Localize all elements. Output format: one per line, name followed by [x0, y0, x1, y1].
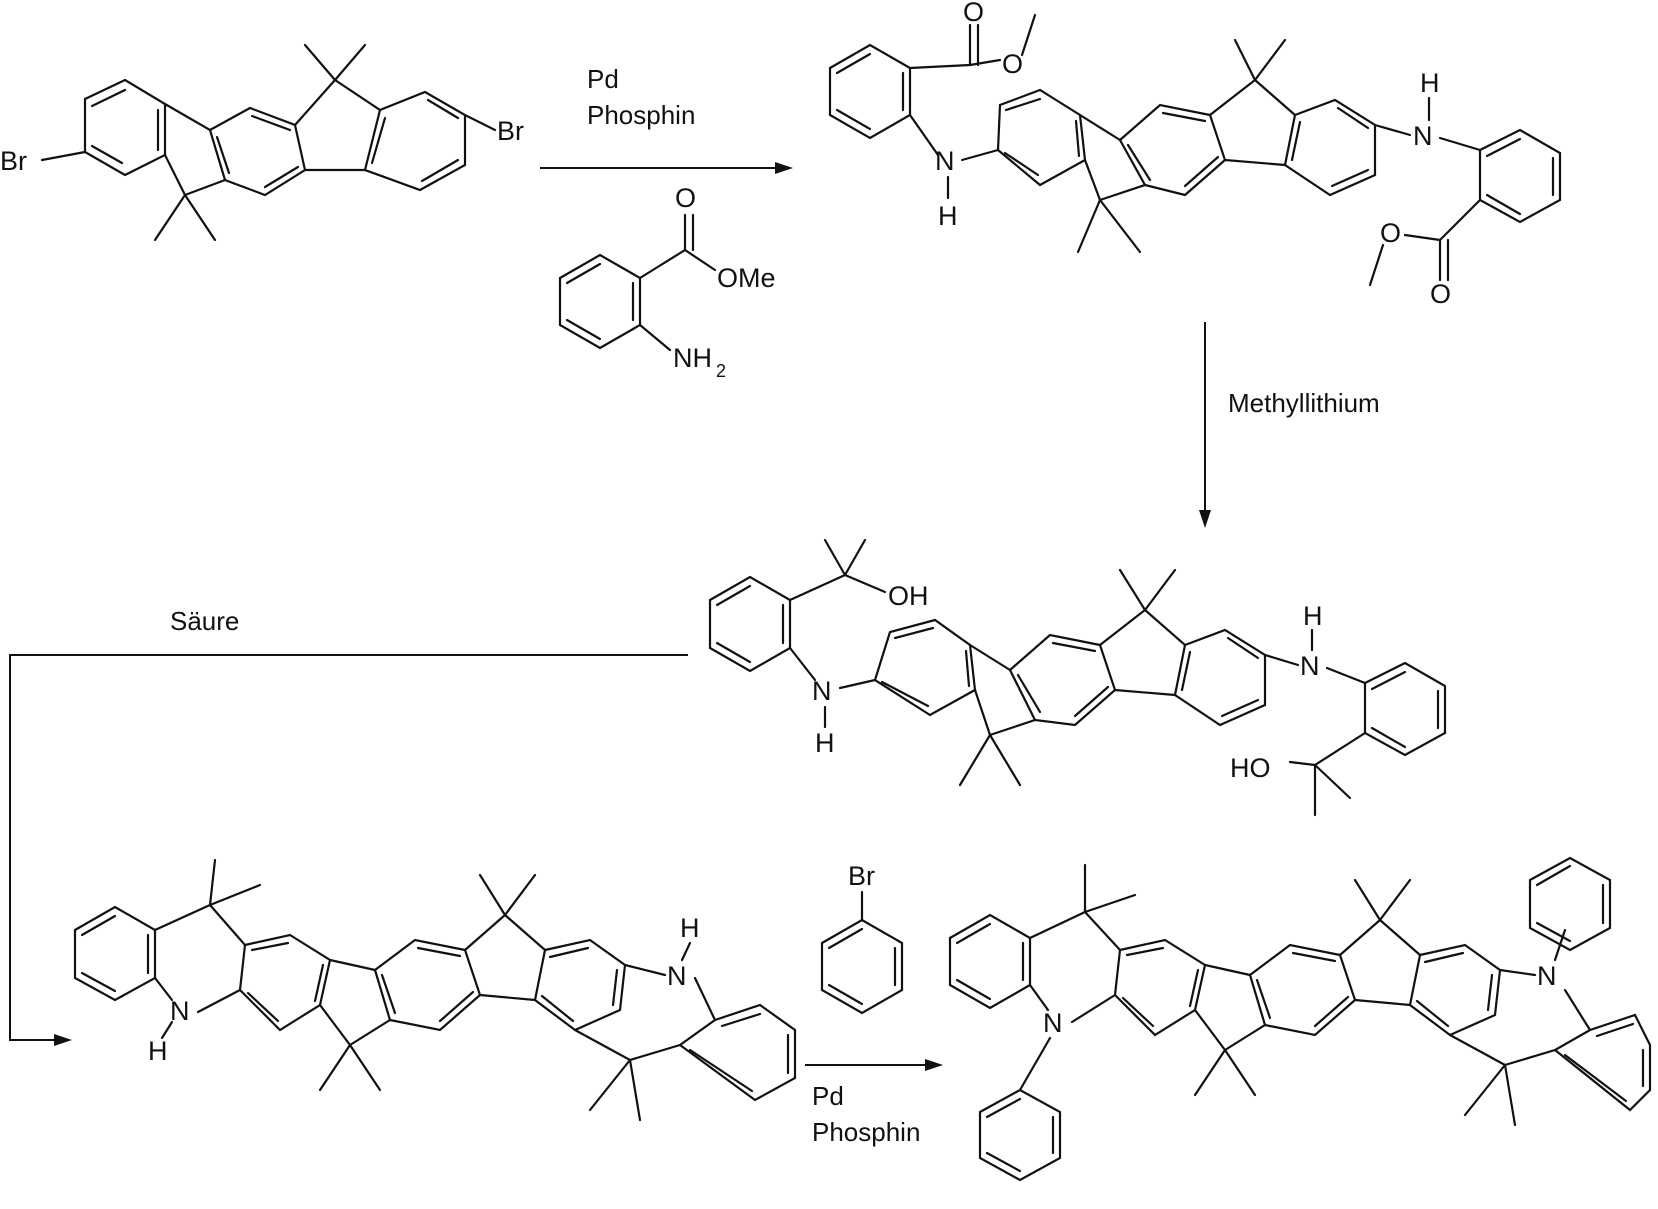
- hydrogen-label-2: H: [1420, 68, 1440, 98]
- nitrogen-label-7: N: [1043, 1008, 1063, 1038]
- reaction-arrow-2: [1199, 322, 1211, 528]
- hydroxyl-label-2: HO: [1230, 753, 1271, 783]
- hydroxyl-label-1: OH: [888, 581, 929, 611]
- bromine-label-right: Br: [497, 116, 524, 146]
- hydrogen-label-4: H: [1303, 601, 1323, 631]
- bromine-label-left: Br: [0, 146, 27, 176]
- hydrogen-label-3: H: [815, 728, 835, 758]
- methyl-anthranilate-reagent: O OMe NH 2: [560, 183, 776, 381]
- reagent-phosphin-2: Phosphin: [812, 1117, 920, 1147]
- reaction-arrow-1: [540, 162, 793, 174]
- ome-label: OMe: [717, 263, 776, 293]
- reaction-arrow-3: [10, 655, 688, 1046]
- bromine-label-3: Br: [848, 861, 875, 891]
- nh2-label: NH: [673, 343, 712, 373]
- bromobenzene-reagent: Br: [822, 861, 902, 1013]
- reagent-saure: Säure: [170, 606, 239, 636]
- ester-oxygen-2: O: [1380, 218, 1401, 248]
- intermediate-bis-ester-diamine: O O N H N H: [830, 0, 1560, 309]
- reagent-pd-1: Pd: [587, 64, 619, 94]
- intermediate-bis-alcohol-diamine: OH N H N H: [710, 540, 1445, 815]
- nitrogen-label-8: N: [1537, 961, 1557, 991]
- hydrogen-label-1: H: [938, 201, 958, 231]
- hydrogen-label-6: H: [680, 913, 700, 943]
- intermediate-bis-dihydroacridine: N H N H: [75, 860, 795, 1120]
- nh2-subscript: 2: [716, 361, 726, 381]
- nitrogen-label-1: N: [935, 146, 955, 176]
- nitrogen-label-4: N: [1300, 651, 1320, 681]
- hydrogen-label-5: H: [148, 1036, 168, 1066]
- reagent-phosphin-1: Phosphin: [587, 100, 695, 130]
- oxygen-label: O: [675, 183, 696, 213]
- nitrogen-label-6: N: [667, 961, 687, 991]
- reagent-methyllithium: Methyllithium: [1228, 388, 1380, 418]
- final-product-bis-n-phenyl-acridine: N N: [950, 858, 1650, 1180]
- nitrogen-label-2: N: [1413, 121, 1433, 151]
- ester-carbonyl-oxygen-2: O: [1430, 279, 1451, 309]
- ester-oxygen-1: O: [1002, 49, 1023, 79]
- reagent-pd-2: Pd: [812, 1081, 844, 1111]
- starting-dibromo-indenofluorene: Br Br: [0, 45, 524, 240]
- nitrogen-label-3: N: [812, 676, 832, 706]
- reaction-arrow-4: [805, 1059, 943, 1071]
- ester-carbonyl-oxygen-1: O: [963, 0, 984, 27]
